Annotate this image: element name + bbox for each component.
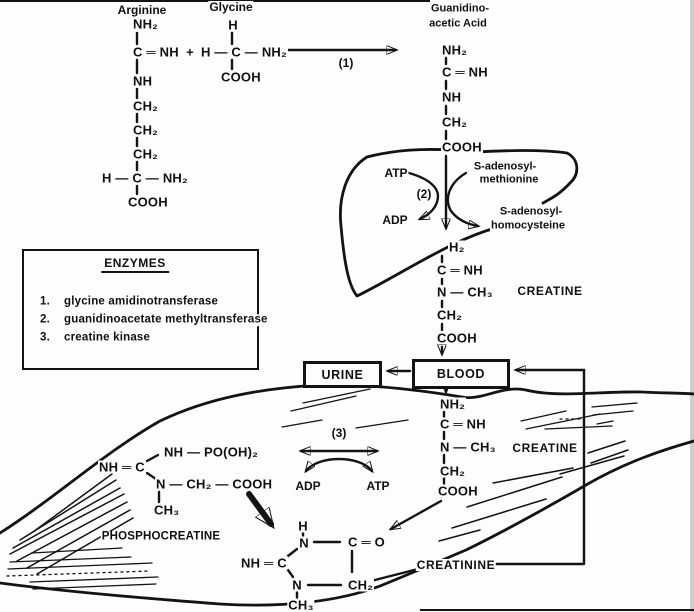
phosphocreatine-nh-double-c: NH ═ C	[98, 459, 146, 475]
atp-label-muscle: ATP	[365, 479, 391, 493]
sam-label-line2: methionine	[478, 173, 540, 186]
arginine-h-c-nh2: H — C — NH₂	[101, 170, 189, 186]
urine-box: URINE	[303, 361, 382, 388]
phosphocreatine-ch3: CH₃	[153, 502, 181, 518]
enzyme-2-number: 2.	[39, 313, 51, 326]
glycine-h-c-nh2: H — C — NH₂	[200, 44, 288, 60]
liver-outline	[339, 155, 494, 298]
muscle-creatine-ch2: CH₂	[439, 463, 467, 479]
muscle-creatine-label: CREATINE	[511, 441, 579, 455]
creatine-liver-h2: H₂	[448, 239, 466, 255]
atp-label-liver: ATP	[383, 166, 409, 180]
creatinine-n-top: N	[298, 535, 310, 551]
creatinine-c-double-o: C ═ O	[347, 534, 386, 550]
sah-label-line1: S-adenosyl-	[498, 205, 564, 218]
creatine-liver-label: CREATINE	[516, 284, 584, 298]
adp-label-liver: ADP	[381, 213, 409, 227]
creatinine-ch3: CH₃	[287, 597, 315, 612]
arginine-ch2-3: CH₂	[132, 146, 160, 162]
arrow-sam-sah	[446, 171, 478, 226]
enzyme-3-name: creatine kinase	[63, 331, 152, 344]
glycine-h: H	[227, 17, 239, 33]
plus-sign: +	[185, 44, 195, 60]
gaa-ch2: CH₂	[441, 114, 469, 130]
arrow-adp-atp-arc	[306, 457, 372, 471]
muscle-creatine-cooh: COOH	[437, 483, 479, 499]
creatine-liver-n-ch3: N — CH₃	[436, 284, 494, 300]
arrow-creatine-to-creatinine	[391, 499, 443, 529]
creatine-liver-cooh: COOH	[436, 330, 478, 346]
sam-label-line1: S-adenosyl-	[472, 160, 538, 173]
arginine-cooh: COOH	[127, 194, 169, 210]
creatine-liver-c-double-nh: C ═ NH	[436, 262, 484, 278]
blood-box: BLOOD	[412, 359, 510, 389]
creatinine-h: H	[297, 518, 309, 534]
enzymes-title: ENZYMES	[101, 257, 169, 273]
arrow-atp-adp	[407, 171, 440, 221]
step2-label: (2)	[415, 187, 433, 201]
enzyme-2-name: guanidinoacetate methyltransferase	[63, 313, 269, 326]
creatinine-nh-double-c: NH ═ C	[240, 555, 288, 571]
creatinine-n-bottom: N	[291, 577, 303, 593]
arginine-nh: NH	[132, 73, 154, 89]
arginine-ch2-1: CH₂	[132, 98, 160, 114]
arrow-creatinine-to-blood	[516, 370, 586, 566]
arginine-nh2: NH₂	[132, 16, 160, 32]
creatine-liver-ch2: CH₂	[436, 307, 464, 323]
scan-edge-right	[690, 0, 694, 612]
step1-label: (1)	[337, 56, 355, 70]
guanidinoacetic-label-line2: acetic Acid	[428, 17, 488, 30]
muscle-creatine-nh2: NH₂	[439, 396, 467, 412]
sah-label-line2: homocysteine	[490, 219, 566, 232]
step3-label: (3)	[330, 426, 348, 440]
arginine-c-double-nh: C ═ NH	[132, 44, 180, 60]
phosphocreatine-nh-po: NH — PO(OH)₂	[163, 444, 260, 460]
arginine-ch2-2: CH₂	[132, 122, 160, 138]
glycine-label: Glycine	[208, 0, 254, 14]
muscle-creatine-n-ch3: N — CH₃	[439, 439, 497, 455]
gaa-nh2: NH₂	[441, 42, 469, 58]
muscle-outline	[0, 383, 694, 535]
creatinine-label: CREATININE	[415, 558, 497, 572]
glycine-cooh: COOH	[220, 69, 262, 85]
adp-label-muscle: ADP	[294, 479, 322, 493]
creatinine-ch2: CH₂	[347, 577, 375, 593]
arrow-phosphocreatine-to-creatinine	[246, 491, 271, 524]
blood-label: BLOOD	[436, 367, 486, 381]
muscle-creatine-c-double-nh: C ═ NH	[439, 416, 487, 432]
enzyme-3-number: 3.	[39, 331, 51, 344]
enzyme-1-name: glycine amidinotransferase	[63, 295, 220, 308]
gaa-nh: NH	[441, 89, 463, 105]
enzyme-1-number: 1.	[39, 295, 51, 308]
guanidinoacetic-label-line1: Guanidino-	[429, 2, 491, 15]
arginine-label: Arginine	[116, 3, 168, 17]
urine-label: URINE	[321, 367, 364, 382]
phosphocreatine-n-ch2-cooh: N — CH₂ — COOH	[155, 476, 274, 492]
gaa-c-double-nh: C ═ NH	[441, 64, 489, 80]
gaa-cooh: COOH	[441, 139, 483, 155]
phosphocreatine-label: PHOSPHOCREATINE	[100, 530, 222, 543]
